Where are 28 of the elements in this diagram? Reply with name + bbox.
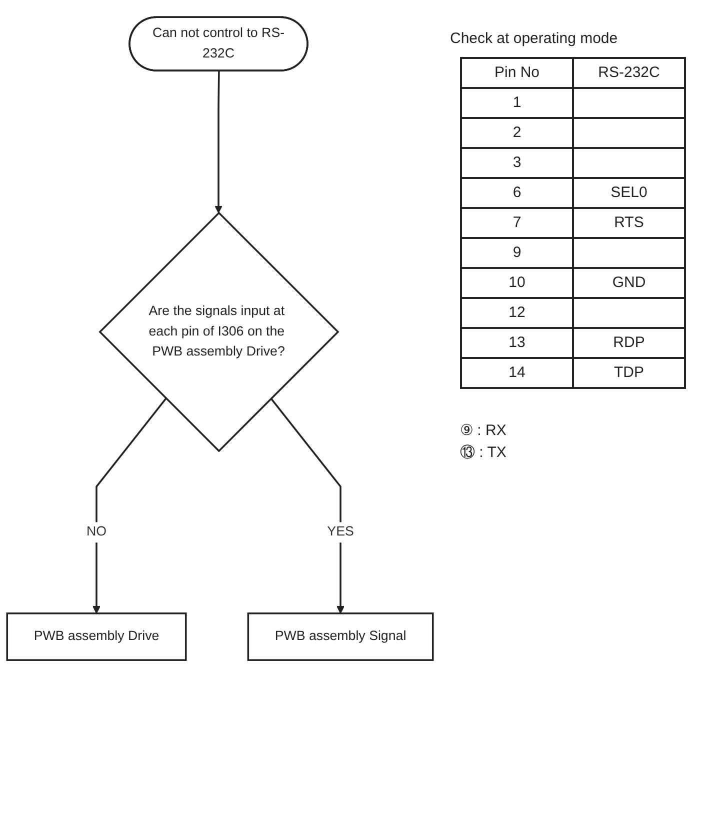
arrow: [214, 70, 222, 214]
table-cell-text: GND: [612, 274, 646, 291]
table-cell-text: TDP: [614, 364, 644, 381]
table-cell-text: 2: [512, 124, 522, 141]
table-cell-text: 6: [512, 184, 522, 201]
table-cell-text: 9: [512, 244, 522, 261]
table-cell-text: 14: [508, 364, 526, 381]
table-cell-text: 12: [508, 304, 526, 321]
table-cell-text: 7: [512, 214, 522, 231]
pin-signal-note: ⑬ : TX: [460, 443, 506, 462]
table-cell-text: SEL0: [610, 184, 648, 201]
arrow: [92, 398, 167, 614]
table-cell-text: 10: [508, 274, 526, 291]
edge-label: YES: [327, 524, 354, 540]
edge-label: NO: [86, 524, 107, 540]
note-text: Check at operating mode: [450, 30, 618, 47]
pin-signal-note: ⑨ : RX: [460, 421, 506, 439]
table-cell-text: 3: [512, 154, 522, 171]
table-cell-text: 1: [512, 94, 522, 111]
table-cell-text: RTS: [614, 214, 644, 231]
node-box: PWB assembly Drive: [6, 612, 187, 661]
node-diamond: Are the signals input at each pin of I306 on the PWB assembly Drive?: [98, 212, 340, 452]
column-header: Pin No: [494, 64, 540, 81]
arrow: [270, 398, 344, 614]
table-cell-text: 13: [508, 334, 526, 351]
table-cell-text: RDP: [613, 334, 645, 351]
node-box: PWB assembly Signal: [247, 612, 434, 661]
column-header: RS-232C: [598, 64, 660, 81]
